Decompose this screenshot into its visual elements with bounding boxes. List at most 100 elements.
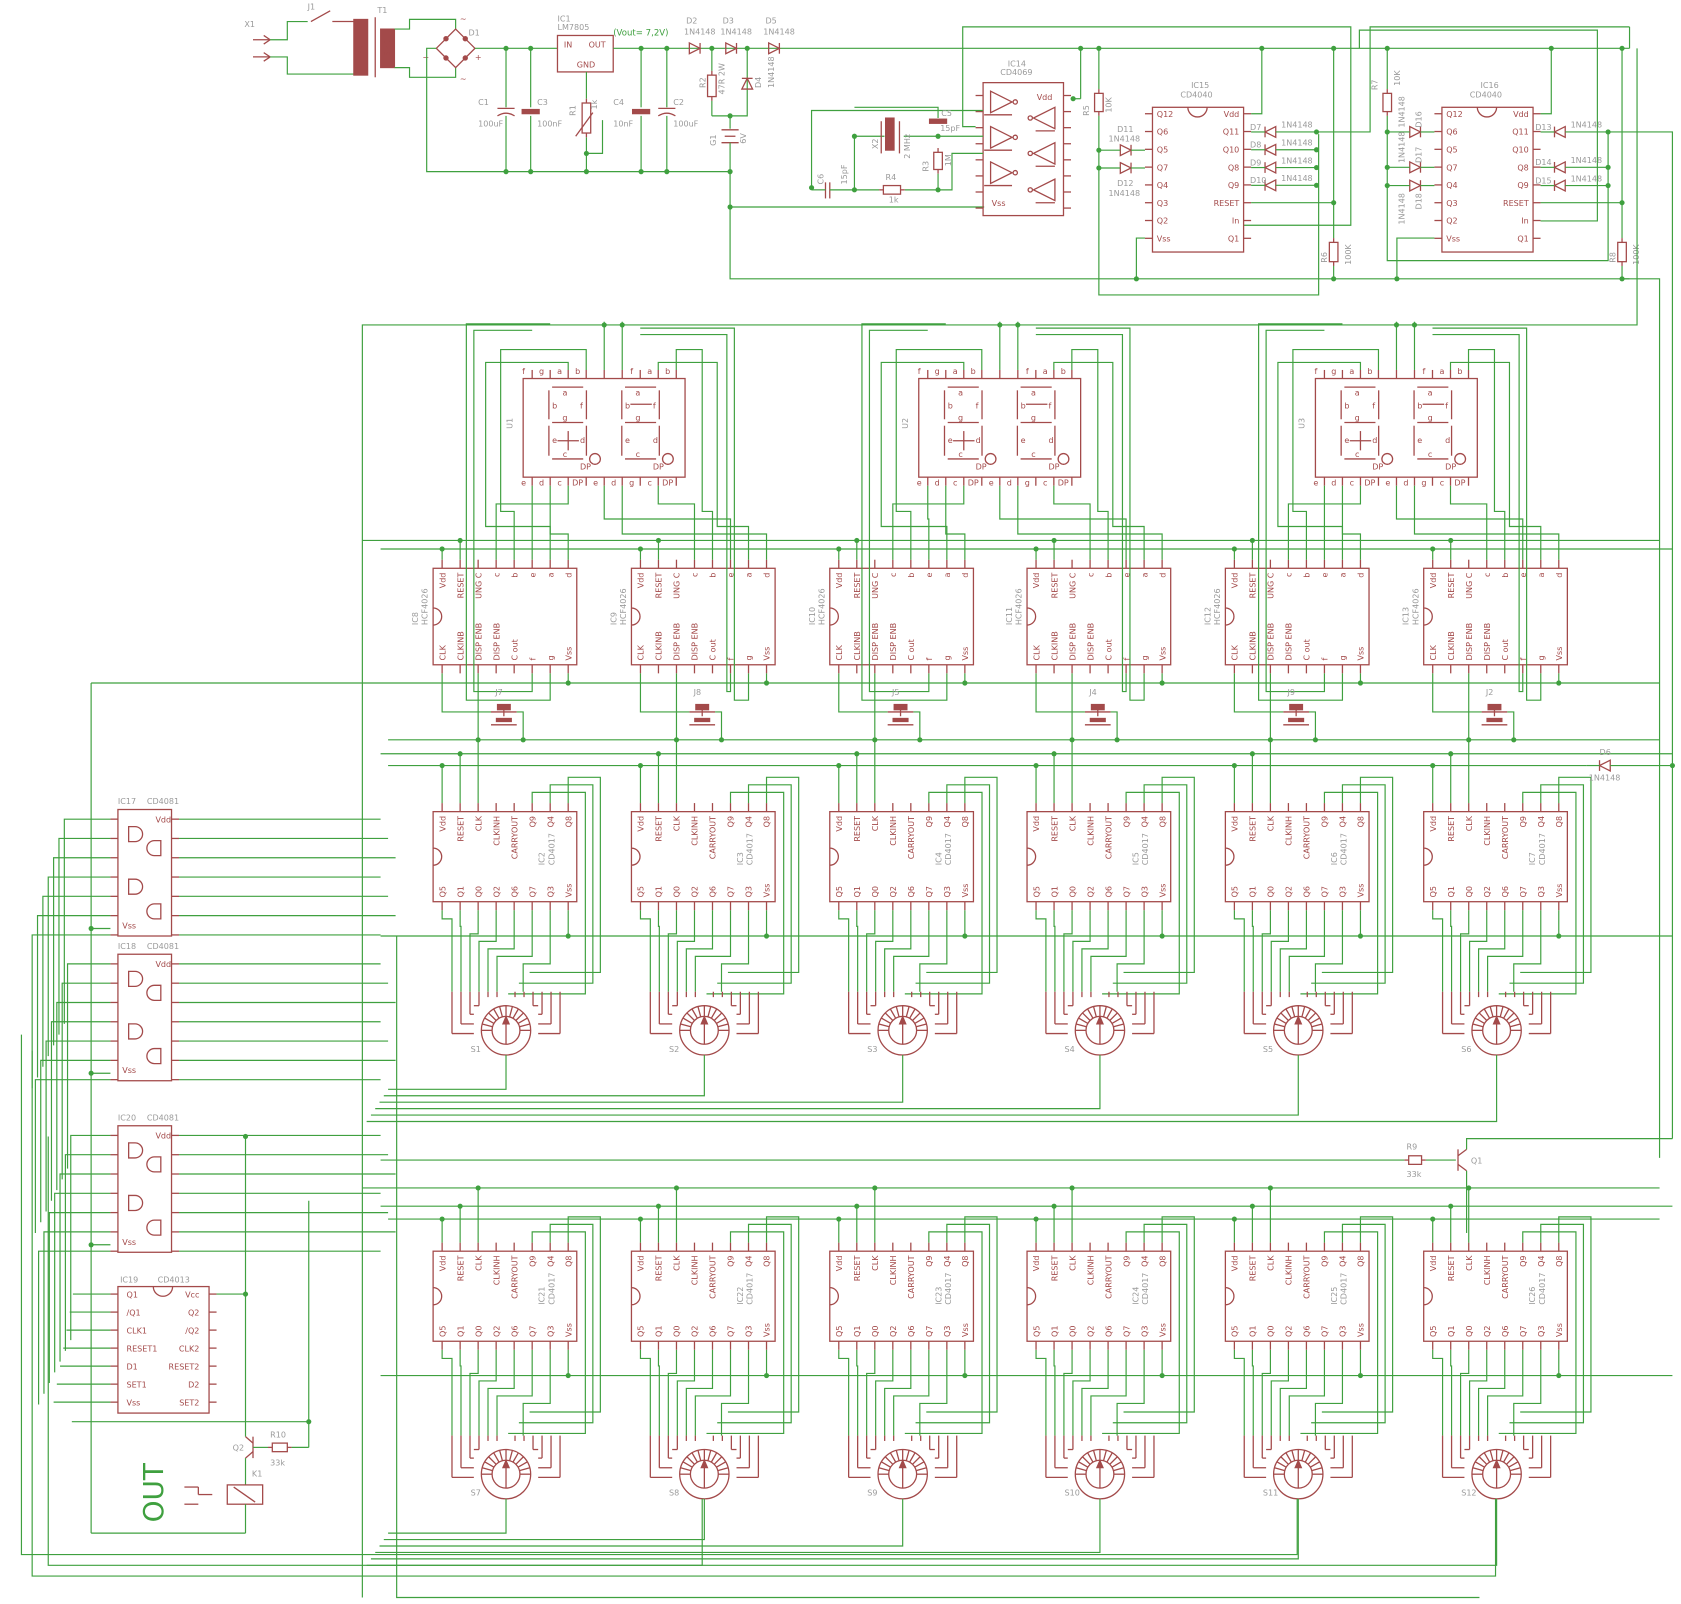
switch-tick [484,1461,495,1468]
junction-dot [1448,537,1454,543]
wire [43,1231,111,1394]
switch-tick [914,1017,925,1024]
pin-label: g [1339,655,1348,660]
junction-dot [1393,322,1400,328]
ic-type: CD4017 [944,1273,953,1305]
counter-IC13 [1423,567,1569,666]
pin-label: Q9 [1519,1255,1528,1266]
bridge-diode [462,36,468,42]
wire [1509,1223,1585,1424]
junction-dot [619,322,625,328]
wire [1017,485,1163,560]
pin-label: Q7 [528,1326,537,1337]
pin-label: DISP ENB [492,623,501,661]
wire [1468,1349,1488,1436]
wire [1513,910,1542,992]
label: 1k [590,99,599,109]
segment-label: a [635,389,640,398]
junction-dot [475,1185,481,1191]
switch-tick [1506,1456,1515,1465]
wire [383,1498,705,1541]
switch-tick [1508,1461,1519,1468]
pin-label: RESET [1214,199,1240,208]
label: 1N4148 [1109,189,1141,198]
junction-dot [1078,45,1084,51]
label: Vss [122,1238,136,1247]
wire [1459,910,1470,992]
inverter-gate [1032,106,1056,130]
diode-d4 [740,76,754,90]
ic-notch [433,607,443,626]
junction-dot [1312,737,1318,743]
wire [1288,910,1326,992]
label: Vdd [155,1132,171,1141]
button-J8 [695,703,710,711]
wire [42,895,111,1067]
pin-label: CLK [474,1255,483,1271]
junction-dot [664,169,670,175]
pin-label: Vss [1357,647,1366,661]
junction-dot [1357,933,1364,939]
segment-label: b [1417,402,1422,411]
pin-label: Q1 [1050,886,1059,897]
display-pin-label: a [1043,367,1048,376]
pin-label: CLKINH [1086,816,1095,846]
pin-label: Vss [1446,235,1460,244]
wire [639,910,651,992]
label: 2 MHz [903,134,912,159]
pin-label: g [745,655,754,660]
wire [657,910,660,992]
wire [366,1055,1498,1123]
wire [727,776,800,974]
label: CD4040 [1180,91,1212,100]
junction-dot [744,45,750,51]
resistor-r10 [271,1442,288,1453]
junction-dot [1384,129,1390,135]
label: D8 [1250,141,1261,150]
pin-label: CLKINH [1086,1255,1095,1285]
label: D9 [1250,158,1261,167]
junction-dot [1267,737,1273,743]
label: Vss [992,199,1006,208]
wire [706,1231,785,1435]
pin-label: Q5 [1231,1326,1240,1337]
pin-label: a [1140,572,1149,577]
junction-dot [718,737,725,743]
junction-dot [439,1216,445,1222]
segment-label: e [948,436,953,445]
wire [838,910,850,992]
dp-label: DP [653,463,664,472]
pin-label: UNG C [1068,572,1077,599]
wire [640,327,750,701]
transistor-q2 [245,1451,254,1459]
switch-tick [895,1450,900,1461]
label: R1 [569,105,578,116]
wire [366,1498,1498,1566]
segment-label: d [580,436,585,445]
display-pin-label: DP [1058,479,1069,488]
capacitor-C4 [631,108,651,115]
segment-label: a [1355,389,1360,398]
wire [720,910,750,992]
wire [529,776,601,974]
wire [694,910,732,992]
pin-label: Q2 [492,886,501,897]
pin-label: Q6 [1104,886,1113,897]
pin-label: Q2 [691,886,700,897]
switch-tick [1109,1012,1118,1021]
junction-dot [763,680,770,686]
pin-label: RESET [1050,1255,1059,1281]
label: C3 [537,98,548,107]
wire [47,1136,703,1566]
wire [585,120,604,154]
wire [1520,1216,1592,1413]
counter-IC23 [829,1250,975,1342]
arrow-icon [700,1458,709,1469]
wire [38,1250,111,1405]
junction-dot [1357,680,1364,686]
wire [1311,784,1386,984]
pin-label: Q1 [456,886,465,897]
switch-tick [717,1023,729,1028]
label: D5 [765,17,776,26]
